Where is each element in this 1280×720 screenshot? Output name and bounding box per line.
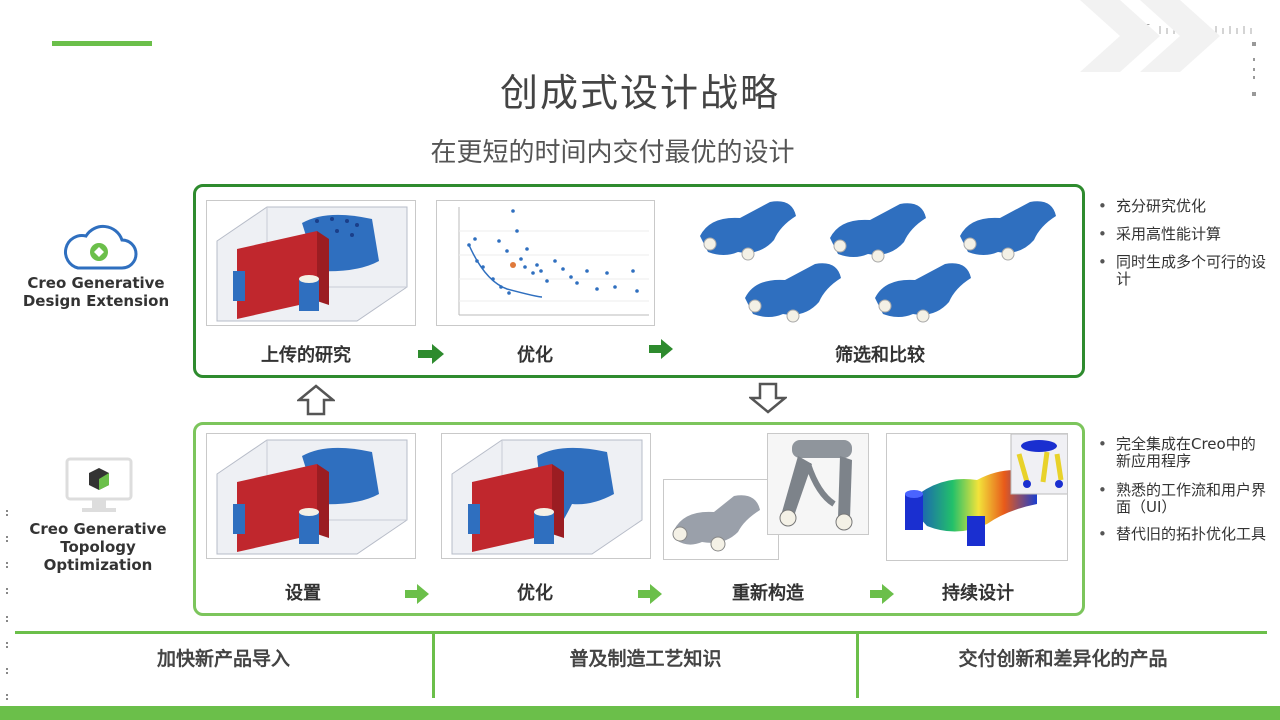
- step-label-filter-compare: 筛选和比较: [835, 345, 925, 366]
- step-label-upload: 上传的研究: [261, 345, 351, 366]
- top-accent-bar: [52, 41, 152, 46]
- arrow-up-icon: [297, 384, 335, 416]
- footer-item-innovative-products: 交付创新和差异化的产品: [958, 648, 1168, 670]
- rebuild-panel-small: [663, 479, 779, 560]
- list-item: 充分研究优化: [1094, 198, 1206, 216]
- footer-item-accelerate-npi: 加快新产品导入: [156, 648, 290, 670]
- monitor-logo-icon: [65, 457, 133, 512]
- page-subtitle: 在更短的时间内交付最优的设计: [430, 138, 795, 168]
- generative-design-box: [193, 184, 1085, 378]
- generated-designs-image: [699, 200, 1057, 323]
- list-item: 采用高性能计算: [1094, 226, 1221, 244]
- step-label-optimize: 优化: [517, 583, 553, 604]
- product-name-line1: Creo Generative: [29, 520, 167, 538]
- step-label-setup: 设置: [285, 583, 321, 604]
- product-name-line2: Topology Optimization: [43, 538, 153, 574]
- arrow-right-icon: [870, 584, 894, 604]
- top-bullet-list: 充分研究优化 采用高性能计算 同时生成多个可行的设计: [1094, 196, 1274, 316]
- product-name-line1: Creo Generative: [27, 274, 165, 292]
- optimization-plot-panel: [436, 200, 655, 326]
- list-item: 熟悉的工作流和用户界面（UI）: [1094, 482, 1268, 516]
- chevron-decoration: [1080, 0, 1220, 72]
- footer-top-rule: [15, 631, 1267, 634]
- cloud-logo-icon: [64, 224, 138, 270]
- list-item: 完全集成在Creo中的新应用程序: [1094, 436, 1268, 470]
- generative-design-label: Creo Generative Design Extension: [20, 274, 172, 310]
- product-name-line2: Design Extension: [22, 292, 170, 310]
- arrow-right-icon: [418, 344, 444, 364]
- arrow-down-icon: [749, 382, 787, 414]
- list-item: 替代旧的拓扑优化工具: [1094, 526, 1268, 544]
- study-panel: [206, 200, 416, 326]
- optimize-panel: [441, 433, 651, 559]
- continued-design-panel: [886, 433, 1068, 561]
- list-item: 同时生成多个可行的设计: [1094, 254, 1266, 288]
- stress-analysis-image: [905, 434, 1067, 546]
- rebuild-small-image: [672, 495, 760, 552]
- rebuild-panel-large: [767, 433, 869, 535]
- optimize-model-image: [451, 439, 643, 555]
- side-dots-decoration: [1252, 42, 1256, 96]
- step-label-continued-design: 持续设计: [942, 583, 1014, 604]
- page-title: 创成式设计战略: [499, 71, 780, 115]
- arrow-right-icon: [405, 584, 429, 604]
- side-dots-decoration: [6, 510, 8, 700]
- step-label-rebuild: 重新构造: [732, 583, 804, 604]
- study-model-image: [216, 206, 408, 322]
- footer-divider: [432, 634, 435, 698]
- setup-model-image: [216, 439, 408, 555]
- arrow-right-icon: [649, 339, 673, 359]
- rebuild-large-image: [779, 440, 853, 531]
- step-label-optimize: 优化: [517, 345, 553, 366]
- footer-green-band: [0, 706, 1280, 720]
- footer-item-manufacturing-knowledge: 普及制造工艺知识: [569, 648, 722, 670]
- bottom-bullet-list: 完全集成在Creo中的新应用程序 熟悉的工作流和用户界面（UI） 替代旧的拓扑优…: [1094, 434, 1274, 564]
- topology-optimization-box: [193, 422, 1085, 616]
- setup-panel: [206, 433, 416, 559]
- arrow-right-icon: [638, 584, 662, 604]
- topology-optimization-label: Creo Generative Topology Optimization: [8, 520, 188, 574]
- optimization-scatter-image: [458, 207, 649, 316]
- footer-divider: [856, 634, 859, 698]
